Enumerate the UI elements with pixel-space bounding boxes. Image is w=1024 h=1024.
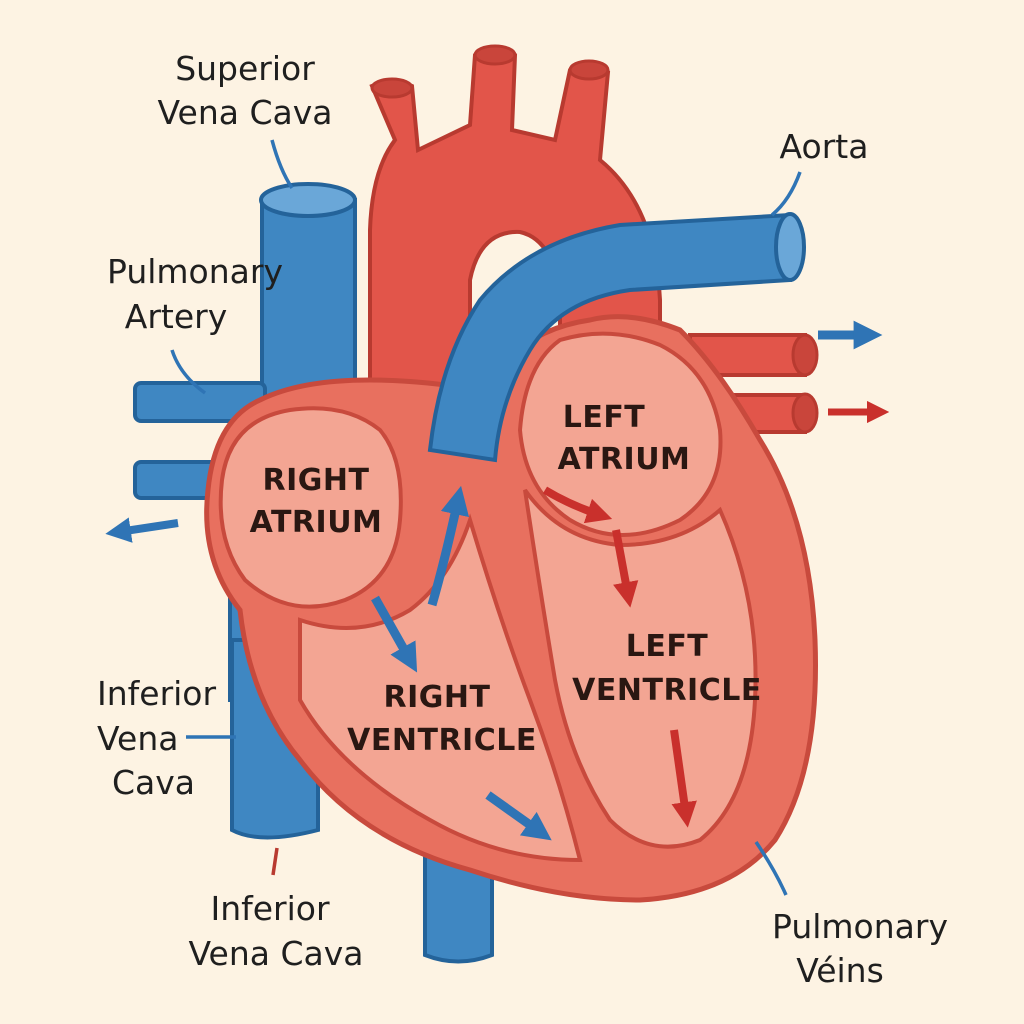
svg-text:LEFT: LEFT: [563, 400, 646, 435]
svg-text:Vena Cava: Vena Cava: [189, 934, 364, 973]
svg-text:Vena Cava: Vena Cava: [158, 93, 333, 132]
arrow-red-lv-down: [670, 729, 697, 828]
arrow-blue-left-out: [105, 517, 179, 543]
svg-text:RIGHT: RIGHT: [384, 680, 491, 715]
right-atrium-chamber: [218, 406, 403, 609]
arrow-red-la-valve: [542, 486, 613, 524]
label-inferior-vena-cava-bottom: Inferior Vena Cava: [189, 889, 364, 973]
leader-pulmonary-veins: [754, 841, 788, 896]
svg-text:Superior: Superior: [175, 49, 315, 88]
svg-text:RIGHT: RIGHT: [263, 463, 370, 498]
arrow-red-la-to-lv: [612, 529, 639, 608]
pulmonary-trunk: [427, 212, 806, 463]
label-pulmonary-artery: Pulmonary Artery: [107, 252, 283, 336]
svg-text:LEFT: LEFT: [626, 629, 709, 664]
label-left-ventricle: LEFT VENTRICLE: [572, 629, 762, 708]
svg-text:VENTRICLE: VENTRICLE: [347, 723, 537, 758]
leader-aorta: [770, 171, 802, 217]
svg-text:Artery: Artery: [125, 297, 227, 336]
leader-pulmonary-artery: [170, 349, 207, 395]
svg-text:ATRIUM: ATRIUM: [558, 442, 691, 477]
label-aorta: Aorta: [780, 127, 869, 166]
leader-superior-vena-cava: [270, 139, 294, 189]
label-superior-vena-cava: Superior Vena Cava: [158, 49, 333, 132]
svg-text:Vena: Vena: [97, 719, 178, 758]
arrow-blue-ra-to-rv: [371, 595, 418, 673]
arrow-blue-rv-bottom: [485, 791, 552, 841]
svg-text:Pulmonary: Pulmonary: [772, 907, 948, 946]
flow-arrows: [105, 320, 890, 841]
left-ventricle-chamber: [523, 488, 758, 849]
svg-text:Aorta: Aorta: [780, 127, 869, 166]
svg-text:Véins: Véins: [796, 951, 884, 990]
left-atrium-chamber: [517, 331, 723, 537]
arrow-blue-rv-up: [427, 485, 470, 607]
right-ventricle-chamber: [298, 513, 583, 863]
svg-text:Cava: Cava: [112, 763, 195, 802]
label-right-ventricle: RIGHT VENTRICLE: [347, 680, 537, 758]
svg-text:VENTRICLE: VENTRICLE: [572, 673, 762, 708]
label-pulmonary-veins: Pulmonary Véins: [772, 907, 948, 990]
label-inferior-vena-cava-left: Inferior Vena Cava: [97, 674, 216, 802]
leader-inferior-vena-cava-bottom: [271, 847, 279, 876]
label-left-atrium: LEFT ATRIUM: [558, 400, 691, 477]
label-right-atrium: RIGHT ATRIUM: [250, 463, 383, 540]
svg-text:Inferior: Inferior: [210, 889, 329, 928]
leader-lines: [170, 139, 802, 896]
svg-text:Pulmonary: Pulmonary: [107, 252, 283, 291]
svg-text:ATRIUM: ATRIUM: [250, 505, 383, 540]
svg-text:Inferior: Inferior: [97, 674, 216, 713]
